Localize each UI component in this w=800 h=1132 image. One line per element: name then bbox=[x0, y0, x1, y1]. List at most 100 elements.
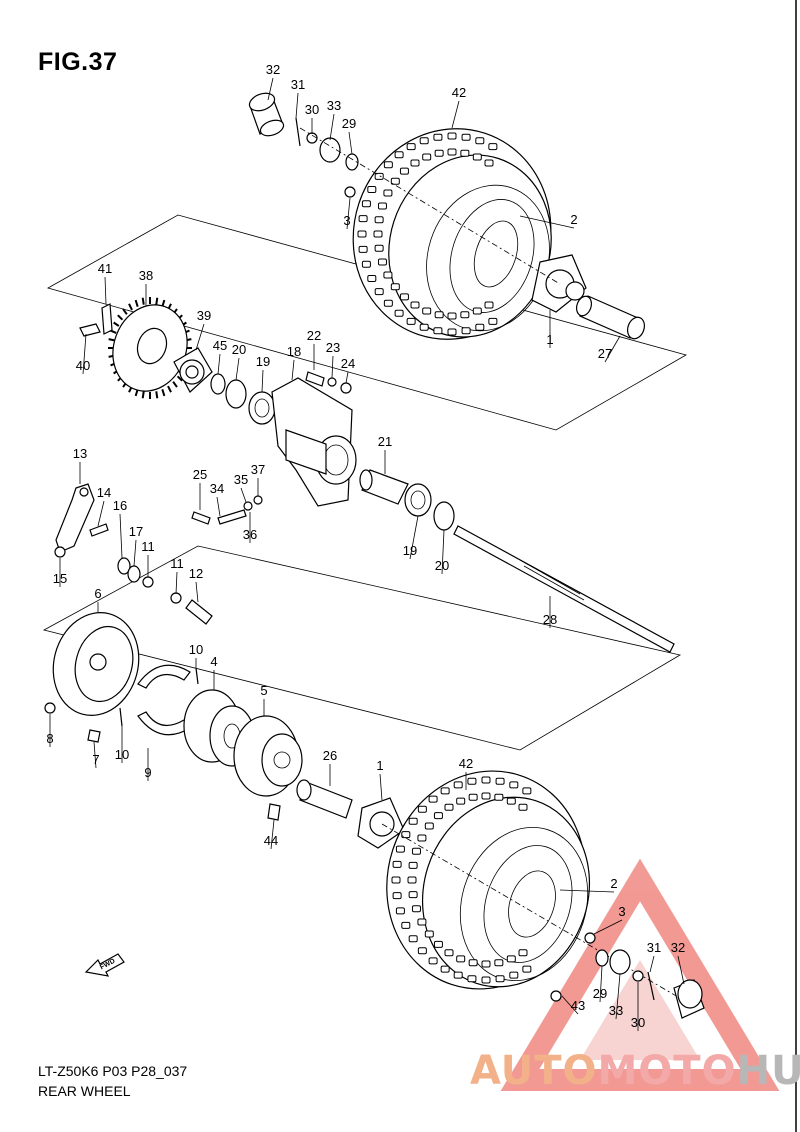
tread-block bbox=[434, 311, 444, 319]
sprocket-tooth bbox=[161, 389, 166, 397]
callout-c14: 14 bbox=[97, 485, 111, 500]
callout-c13: 13 bbox=[73, 446, 87, 461]
leader-c39 bbox=[195, 323, 205, 351]
tread-block bbox=[367, 274, 377, 282]
spring-10-a bbox=[195, 667, 199, 685]
tread-block bbox=[433, 812, 443, 820]
tread-block bbox=[401, 921, 411, 929]
model-code: LT-Z50K6 P03 P28_037 bbox=[38, 1063, 188, 1079]
sprocket-tooth bbox=[134, 299, 139, 307]
callout-c7: 7 bbox=[92, 752, 99, 767]
brake-panel-6 bbox=[52, 612, 140, 716]
tread-block bbox=[509, 971, 519, 979]
upper-group-outline bbox=[46, 214, 688, 431]
seal-20-lower bbox=[433, 501, 455, 531]
leader-c20a bbox=[235, 357, 240, 381]
callout-c31b: 31 bbox=[647, 940, 661, 955]
washer-35 bbox=[243, 501, 253, 511]
leader-c40 bbox=[82, 333, 87, 375]
tread-block bbox=[447, 312, 457, 320]
callout-c42a: 42 bbox=[452, 85, 466, 100]
callout-c30b: 30 bbox=[631, 1015, 645, 1030]
sprocket-tooth bbox=[122, 308, 128, 315]
tread-block bbox=[373, 230, 383, 238]
callout-c1a: 1 bbox=[546, 332, 553, 347]
tread-block bbox=[367, 186, 377, 194]
brake-arm-13 bbox=[55, 483, 95, 553]
tread-block bbox=[358, 215, 368, 223]
tread-block bbox=[424, 930, 434, 938]
sprocket-tooth bbox=[117, 314, 124, 321]
sprocket-tooth bbox=[155, 391, 159, 399]
o-ring-45 bbox=[210, 373, 226, 395]
tread-block bbox=[433, 327, 443, 335]
tread-block bbox=[357, 230, 367, 238]
leader-c33b bbox=[615, 973, 621, 1020]
tread-block bbox=[447, 148, 457, 156]
tread-block bbox=[358, 245, 368, 253]
leader-c29a bbox=[348, 131, 353, 155]
callout-c2b: 2 bbox=[610, 876, 617, 891]
leader-c45 bbox=[217, 353, 221, 375]
bolt-40 bbox=[79, 323, 101, 337]
callout-c32b: 32 bbox=[671, 940, 685, 955]
tread-block bbox=[481, 792, 491, 800]
spacer-26 bbox=[296, 779, 353, 819]
tread-block bbox=[406, 143, 416, 151]
callout-c21: 21 bbox=[378, 434, 392, 449]
castle-nut-lower bbox=[632, 970, 644, 982]
sprocket-tooth bbox=[108, 338, 115, 342]
tread-block bbox=[472, 307, 482, 315]
tread-block bbox=[408, 891, 418, 899]
tread-block bbox=[374, 172, 384, 180]
bolt-22 bbox=[305, 371, 325, 387]
wheel-hub-lower bbox=[357, 797, 405, 849]
lower-group-outline bbox=[42, 545, 682, 751]
leader-c3b bbox=[593, 919, 623, 935]
tread-block bbox=[494, 959, 504, 967]
tread-block bbox=[444, 949, 454, 957]
leader-c7 bbox=[93, 741, 97, 769]
leader-c33a bbox=[329, 113, 335, 141]
nut-3-lower bbox=[584, 932, 596, 944]
callout-c38: 38 bbox=[139, 268, 153, 283]
tread-block bbox=[467, 777, 477, 785]
section-name: REAR WHEEL bbox=[38, 1083, 131, 1099]
leader-c2b bbox=[559, 889, 615, 893]
leader-c31a bbox=[295, 92, 299, 119]
spring-10-b bbox=[119, 707, 123, 727]
bearing-19-lower bbox=[404, 483, 432, 517]
callout-c11b: 11 bbox=[170, 556, 184, 571]
tread-block bbox=[460, 149, 470, 157]
sleeve-21 bbox=[359, 469, 409, 505]
tread-block bbox=[383, 299, 393, 307]
tread-block bbox=[461, 133, 471, 141]
tread-block bbox=[456, 955, 466, 963]
bolt-34 bbox=[217, 509, 247, 525]
tread-block bbox=[374, 244, 384, 252]
cotter-pin-lower bbox=[647, 971, 655, 1001]
leader-c18 bbox=[291, 359, 295, 381]
sprocket-tooth bbox=[155, 297, 159, 305]
callout-c25: 25 bbox=[193, 467, 207, 482]
leader-c27 bbox=[604, 335, 621, 363]
tread-block bbox=[481, 960, 491, 968]
watermark-part-3: HUB bbox=[736, 1048, 800, 1094]
callout-c29b: 29 bbox=[593, 986, 607, 1001]
tread-block bbox=[417, 918, 427, 926]
watermark-text: AUTOMOTOHUB bbox=[470, 1048, 800, 1094]
callout-c33b: 33 bbox=[609, 1003, 623, 1018]
tread-block bbox=[522, 965, 532, 973]
tread-block bbox=[395, 845, 405, 853]
tread-block bbox=[440, 787, 450, 795]
leader-c44 bbox=[270, 819, 275, 850]
tread-block bbox=[472, 153, 482, 161]
hub-cap-upper bbox=[248, 92, 285, 137]
tread-block bbox=[433, 940, 443, 948]
leader-c20b bbox=[441, 529, 445, 575]
callout-c45: 45 bbox=[213, 338, 227, 353]
tread-block bbox=[410, 159, 420, 167]
tread-block bbox=[467, 975, 477, 983]
callout-c44: 44 bbox=[264, 833, 278, 848]
